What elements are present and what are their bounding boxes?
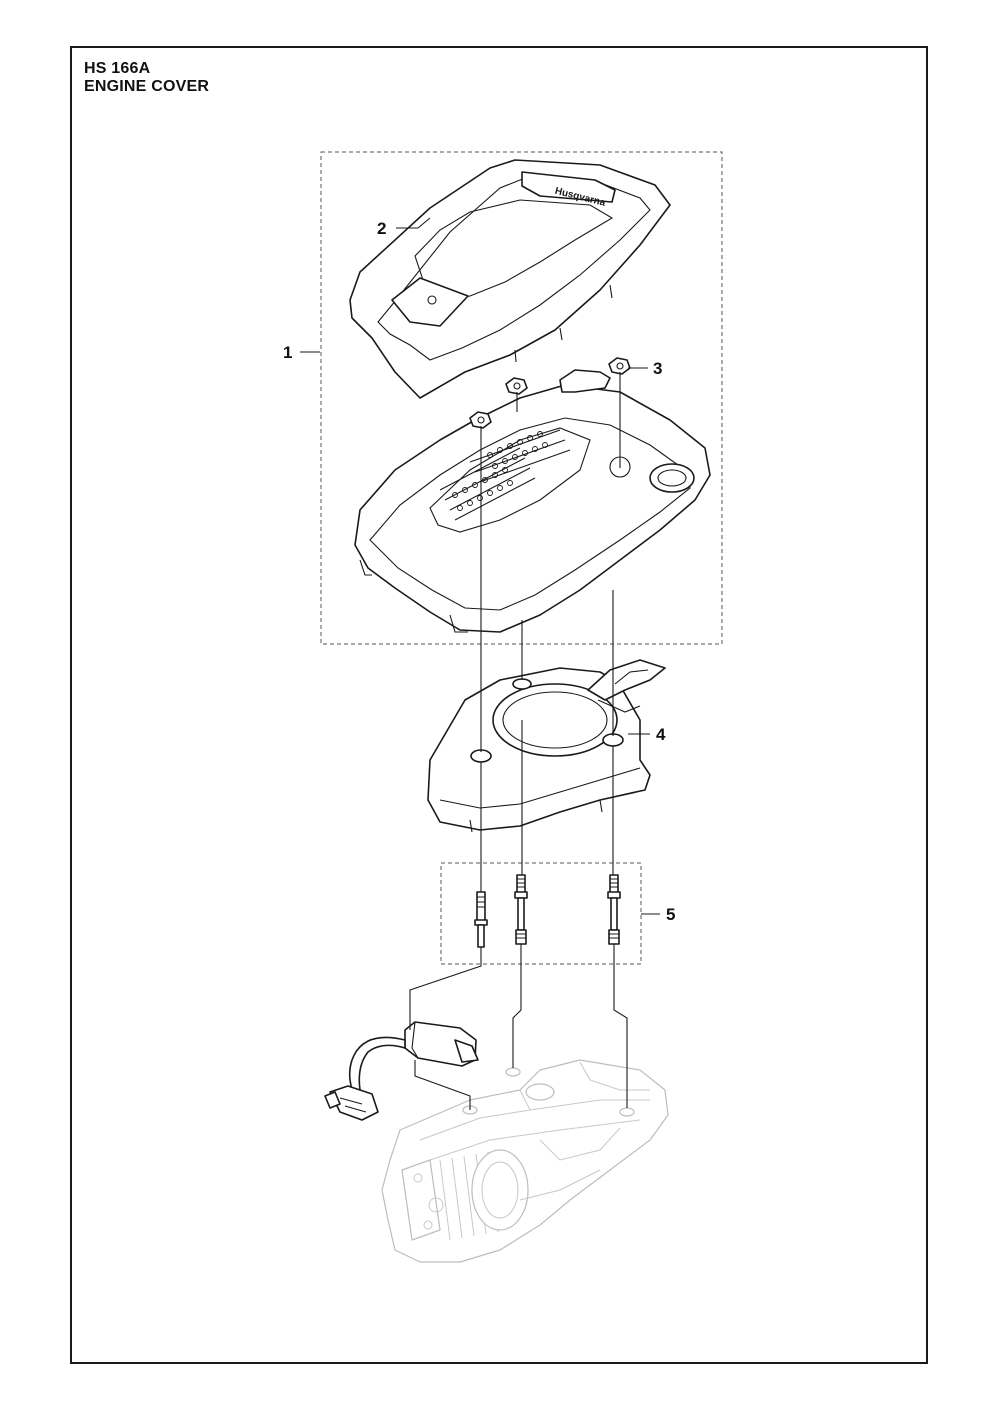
ignition-coil [324, 1021, 479, 1121]
assembly-lines [409, 372, 628, 1110]
callout-leader-2 [396, 217, 431, 229]
callout-4: 4 [656, 725, 666, 744]
callout-2: 2 [377, 219, 386, 238]
drawing-frame [70, 46, 928, 1364]
stud-3 [607, 874, 621, 945]
mounting-studs [474, 874, 621, 948]
model-title: HS 166A [84, 60, 151, 77]
callout-5: 5 [666, 905, 675, 924]
cover-nut-3 [469, 411, 492, 429]
stud-2 [514, 874, 528, 945]
crankcase-ghost [381, 1059, 669, 1263]
stud-1 [474, 891, 488, 948]
callout-3: 3 [653, 359, 662, 378]
vent-grille [452, 431, 548, 511]
assembly-group-box-5 [440, 862, 642, 965]
callout-1: 1 [283, 343, 292, 362]
cover-nut-2 [608, 357, 631, 375]
engine-cover-shell [354, 357, 711, 633]
cover-nut-1 [505, 377, 528, 395]
fan-housing [427, 659, 666, 833]
top-cover-plate: Husqvarna [349, 159, 671, 399]
section-title: ENGINE COVER [84, 78, 210, 95]
